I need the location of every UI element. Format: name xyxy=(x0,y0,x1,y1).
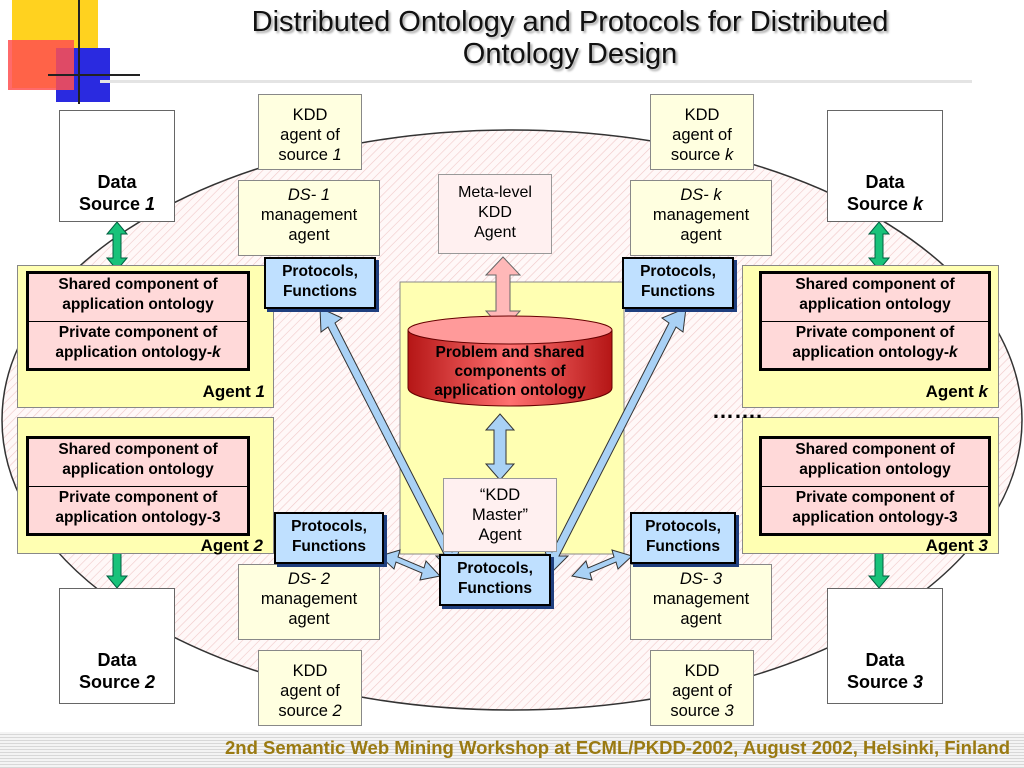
page-title: Distributed Ontology and Protocols for D… xyxy=(150,6,990,70)
agent-1-private-component: Private component of application ontolog… xyxy=(29,321,247,369)
agent-2-ontology: Shared component of application ontology… xyxy=(26,436,250,536)
agent-k-shared-component: Shared component of application ontology xyxy=(795,276,955,313)
arrow-agentk-to-center xyxy=(543,307,687,573)
decor-red-square xyxy=(8,40,74,90)
title-line-1: Distributed Ontology and Protocols for D… xyxy=(251,6,889,38)
protocols-box-agent-2: Protocols, Functions xyxy=(274,512,384,564)
agent-1-panel: Shared component of application ontology… xyxy=(17,265,274,408)
data-source-2: Data Source 2 xyxy=(59,588,175,704)
ds-management-agent-k: DS- k management agent xyxy=(630,180,772,256)
problem-cylinder-label: Problem and shared components of applica… xyxy=(434,344,586,399)
title-rule xyxy=(100,80,972,83)
ds-management-agent-1: DS- 1 management agent xyxy=(238,180,380,256)
title-line-2: Ontology Design xyxy=(462,38,678,70)
footer-text: 2nd Semantic Web Mining Workshop at ECML… xyxy=(224,737,1010,758)
protocols-box-agent-1: Protocols, Functions xyxy=(264,257,376,309)
data-source-3-label: Data Source 3 xyxy=(846,650,924,692)
protocols-box-agent-3: Protocols, Functions xyxy=(630,512,736,564)
agent-3-private-component: Private component of application ontolog… xyxy=(762,486,988,534)
decor-vline xyxy=(78,0,80,104)
protocol-arrows xyxy=(319,307,687,581)
data-source-2-label: Data Source 2 xyxy=(78,650,156,692)
agent-3-ontology: Shared component of application ontology… xyxy=(759,436,991,536)
agent-1-shared-component: Shared component of application ontology xyxy=(58,276,218,313)
ds-management-agent-2: DS- 2 management agent xyxy=(238,564,380,640)
agent-k-ontology: Shared component of application ontology… xyxy=(759,271,991,371)
agent-2-panel: Shared component of application ontology… xyxy=(17,417,274,555)
problem-cylinder-shape xyxy=(407,315,613,407)
decor-hline xyxy=(48,74,140,76)
agent-2-label: Agent 2 xyxy=(200,536,263,555)
kdd-agent-source-1: KDD agent of source 1 xyxy=(258,94,362,170)
protocols-box-agent-k: Protocols, Functions xyxy=(622,257,734,309)
agent-3-panel: Shared component of application ontology… xyxy=(742,417,999,555)
agent-k-label: Agent k xyxy=(925,382,988,401)
decor-squares xyxy=(0,0,140,110)
agent-3-label: Agent 3 xyxy=(925,536,988,555)
agent-2-private-component: Private component of application ontolog… xyxy=(29,486,247,534)
data-source-3: Data Source 3 xyxy=(827,588,943,704)
agent-2-shared-component: Shared component of application ontology xyxy=(58,441,218,478)
data-source-1-label: Data Source 1 xyxy=(78,172,156,214)
data-source-k: Data Source k xyxy=(827,110,943,222)
footer-bar xyxy=(0,732,1024,768)
agent-k-private-component: Private component of application ontolog… xyxy=(762,321,988,369)
data-source-1: Data Source 1 xyxy=(59,110,175,222)
kdd-agent-source-k: KDD agent of source k xyxy=(650,94,754,170)
ds-management-agent-3: DS- 3 management agent xyxy=(630,564,772,640)
protocols-box-center: Protocols, Functions xyxy=(439,554,551,606)
agent-3-shared-component: Shared component of application ontology xyxy=(795,441,955,478)
kdd-master-agent: “KDD Master” Agent xyxy=(443,478,557,552)
agent-1-label: Agent 1 xyxy=(202,382,265,401)
agent-1-ontology: Shared component of application ontology… xyxy=(26,271,250,371)
meta-level-kdd-agent: Meta-level KDD Agent xyxy=(438,174,552,254)
more-agents-ellipsis: ……. xyxy=(712,398,763,423)
arrow-agent3-to-center xyxy=(571,549,633,581)
kdd-agent-source-2: KDD agent of source 2 xyxy=(258,650,362,726)
agent-k-panel: Shared component of application ontology… xyxy=(742,265,999,408)
data-source-k-label: Data Source k xyxy=(846,172,924,214)
kdd-agent-source-3: KDD agent of source 3 xyxy=(650,650,754,726)
